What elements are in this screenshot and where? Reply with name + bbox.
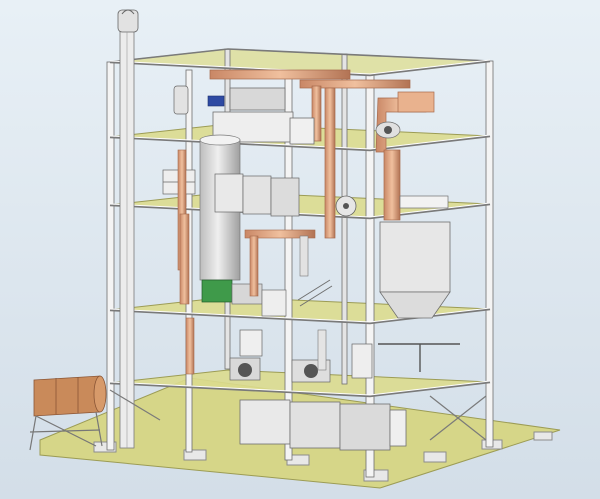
motor-icon: [207, 95, 225, 107]
screw-conveyor: [378, 343, 460, 372]
elevator-head-icon: [117, 9, 139, 33]
roof-duct-system: [173, 69, 435, 239]
ground-bracing: [109, 389, 487, 441]
pipes-level3: [179, 213, 316, 305]
hammer-mill: [201, 279, 287, 317]
rotary-dryer-icon: [29, 375, 107, 451]
conveyor-incline: [297, 279, 333, 307]
ground-bins: [239, 399, 407, 451]
steel-beams: [109, 48, 491, 398]
beam-highlights: [109, 59, 491, 396]
control-cabinets: [162, 169, 300, 217]
baghouse-filter: [379, 195, 451, 319]
bucket-elevator: [117, 9, 139, 449]
fan-icon: [335, 195, 357, 217]
screen-machine: [207, 87, 315, 145]
cyclone-icon: [375, 121, 401, 139]
pipes-level2: [185, 317, 373, 379]
